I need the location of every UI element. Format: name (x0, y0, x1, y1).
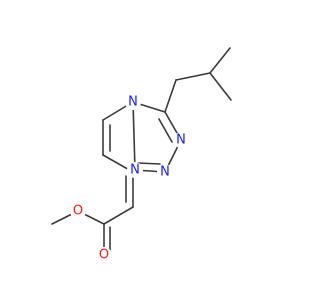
atom-labels: N N N N O O (70, 94, 189, 263)
triazole-n-bottom-left-label: N (130, 163, 140, 178)
carbonyl-o-label-bg (96, 247, 112, 263)
ester-o-label-bg (70, 203, 86, 219)
carbonyl-o-label: O (99, 248, 109, 263)
ring-n-label: N (128, 95, 138, 110)
triazole-n-right-label-bg (173, 132, 189, 148)
triazole-n-bottom-left-label-bg (127, 162, 143, 178)
bond-ch2-c3 (164, 79, 177, 113)
bond-c8-carbonyl-c (103, 206, 134, 225)
ring-n-label-bg (125, 94, 141, 110)
bond-ch-ch2 (175, 72, 211, 81)
triazole-n-bottom-right-label-bg (157, 164, 173, 180)
triazole-n-right-label: N (176, 133, 186, 148)
bond-methyl-right (209, 72, 232, 101)
bond-methyl-top (209, 47, 231, 74)
ester-o-label: O (73, 204, 83, 219)
bond-n1-c8a-double-inner (137, 162, 161, 165)
triazole-n-bottom-right-label: N (160, 165, 170, 180)
bond-c8a-ring-n (132, 101, 136, 171)
molecule-structure-diagram: N N N N O O (51, 47, 232, 263)
bonds (51, 47, 232, 256)
bond-c3-n2-double-inner (158, 118, 173, 143)
